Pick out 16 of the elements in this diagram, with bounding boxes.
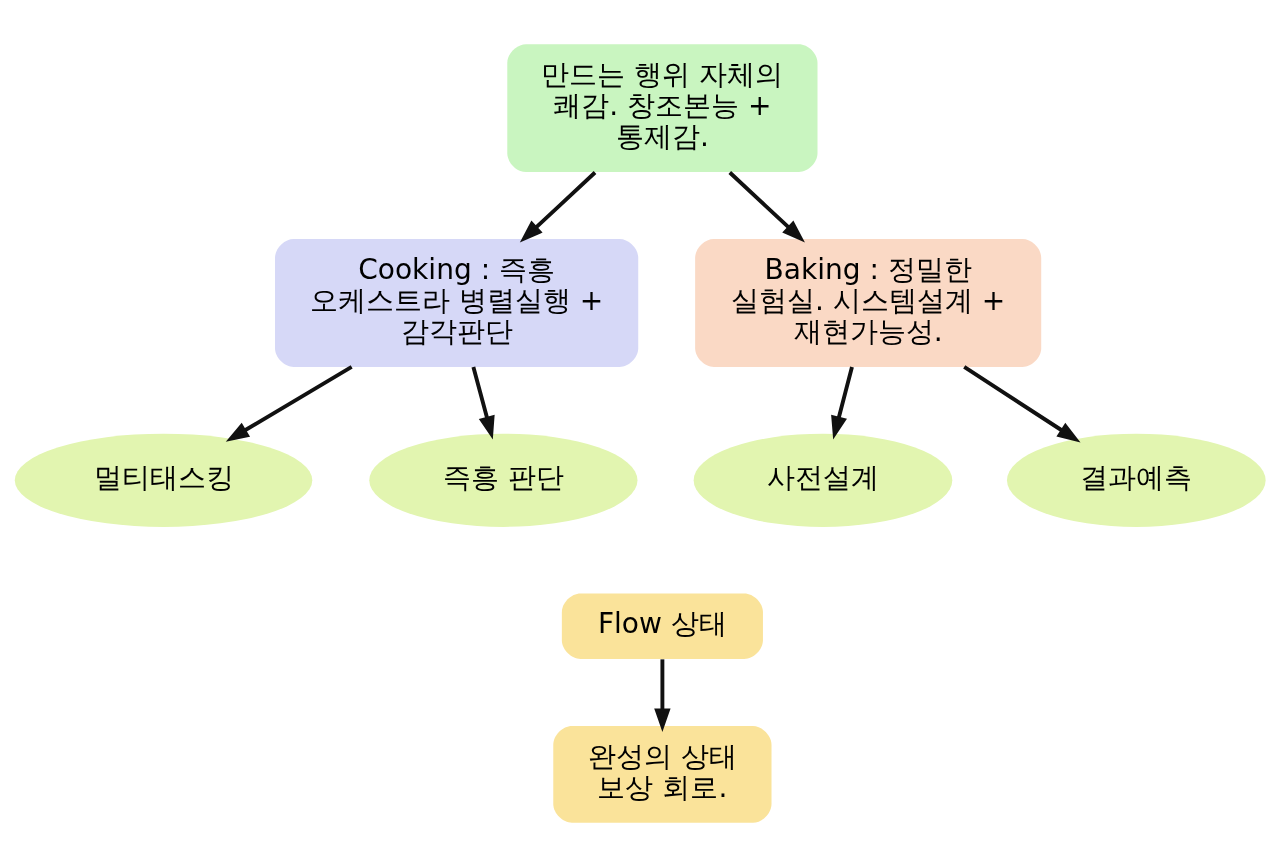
- node-ellipse: 결과예측: [1007, 433, 1266, 527]
- arrow: [654, 659, 671, 732]
- arrow: [519, 171, 597, 243]
- arrow: [831, 366, 854, 440]
- arrow: [225, 365, 353, 442]
- node-ellipse: 사전설계: [693, 433, 953, 527]
- arrow: [963, 365, 1081, 443]
- node-box: Cooking : 즉흥 오케스트라 병렬실행 + 감각판단: [275, 239, 639, 367]
- node-box: Baking : 정밀한 실험실. 시스템설계 + 재현가능성.: [695, 239, 1042, 367]
- arrow: [728, 171, 805, 243]
- arrow: [471, 366, 495, 440]
- node-ellipse: 멀티태스킹: [14, 433, 313, 527]
- node-box: 만드는 행위 자체의 쾌감. 창조본능 + 통제감.: [507, 44, 818, 173]
- node-ellipse: 즉흥 판단: [369, 433, 638, 527]
- node-box: Flow 상태: [561, 593, 763, 660]
- node-box: 완성의 상태 보상 회로.: [553, 726, 772, 823]
